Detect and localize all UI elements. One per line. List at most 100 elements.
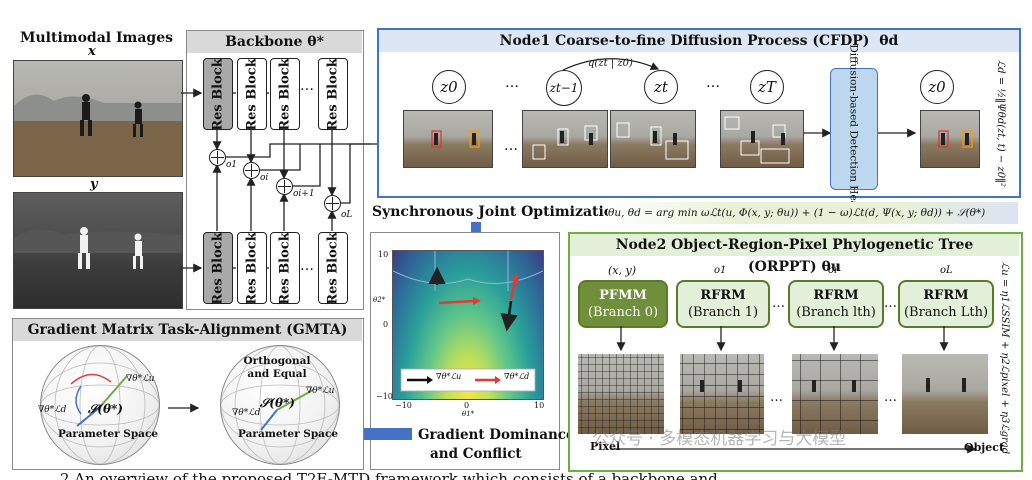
y-tick-10: 10: [378, 250, 389, 259]
input-xy: (x, y): [608, 264, 636, 277]
res-block-top-1: Res Block: [203, 58, 233, 130]
legend-grad-d: ∇θ*ℒd: [504, 372, 530, 381]
backbone-title: Backbone θ*: [187, 31, 362, 53]
res-block-bottom-3: Res Block: [270, 232, 300, 304]
grid-image-region-1: [680, 354, 764, 434]
sum-node-i1: [276, 178, 293, 195]
backbone-top-dots: …: [300, 78, 314, 94]
conflict-heatmap: [392, 250, 544, 400]
node1-title-bar: Node1 Coarse-to-fine Diffusion Process (…: [379, 30, 1019, 52]
right-grad-u: ∇θ*ℒu: [306, 386, 335, 396]
node2-title-bar: Node2 Object-Region-Pixel Phylogenetic T…: [570, 234, 1019, 275]
sphere-right-grid: [221, 346, 339, 464]
branch-L-name: RFRM: [923, 288, 969, 303]
sync-title: Synchronous Joint Optimization: [372, 204, 624, 220]
node1-dots-frames: …: [504, 138, 518, 154]
frame-z0-out: [920, 110, 980, 168]
visible-image-scene: [14, 94, 182, 176]
res-block-bottom-1: Res Block: [203, 232, 233, 304]
grid-image-object: [902, 354, 988, 434]
sphere-left-grid: [41, 346, 159, 464]
conflict-plot-lines: [393, 251, 543, 392]
res-block-top-2: Res Block: [237, 58, 267, 130]
left-center-label: 𝒮(θ*): [88, 402, 123, 416]
branch-0: PFMM (Branch 0): [578, 280, 668, 328]
branch-dots-3: …: [770, 390, 783, 405]
x-axis-label: θ1*: [462, 410, 475, 418]
y-axis-label: θ2*: [373, 296, 386, 304]
node1-theta: θd: [879, 33, 899, 49]
watermark: 公众号 · 多模态机器学习与大模型: [592, 429, 847, 449]
state-z0-out: z0: [920, 70, 954, 104]
infrared-image-scene: [14, 227, 182, 269]
parameter-sphere-right: [220, 345, 340, 465]
conflict-label-1: Gradient Dominance: [418, 427, 575, 443]
right-center-label: 𝒮(θ*): [260, 396, 295, 410]
branch-dots-4: …: [884, 390, 897, 405]
object-label: Object: [964, 441, 1005, 454]
branch-0-name: PFMM: [599, 288, 647, 303]
caption-fragment: 2 An overview of the proposed T2E-MTD fr…: [60, 470, 718, 480]
state-zt-minus-1: zt−1: [546, 70, 582, 106]
pixel-label: Pixel: [590, 440, 621, 453]
branch-dots-2: …: [884, 296, 897, 311]
grid-image-pixel: [578, 354, 664, 434]
node2-title: Node2 Object-Region-Pixel Phylogenetic T…: [615, 237, 974, 275]
output-oL: oL: [341, 210, 353, 220]
branch-0-sub: (Branch 0): [587, 305, 659, 320]
left-grad-d: ∇θ*ℒd: [38, 405, 67, 415]
sum-node-L: [324, 195, 341, 212]
x-tick-10: 10: [534, 401, 545, 410]
branch-l-name: RFRM: [813, 288, 859, 303]
detection-head: Diffusion-based Detection Head: [830, 44, 878, 214]
state-z0: z0: [432, 70, 466, 104]
state-zT: zT: [750, 70, 784, 104]
res-block-top-4: Res Block: [318, 58, 348, 130]
node1-title: Node1 Coarse-to-fine Diffusion Process (…: [499, 33, 870, 49]
right-grad-d: ∇θ*ℒd: [232, 408, 261, 418]
frame-zt: [610, 110, 696, 168]
state-zt: zt: [644, 70, 678, 104]
output-o1: o1: [226, 160, 238, 170]
multimodal-title: Multimodal Images: [20, 30, 173, 46]
branch-1-name: RFRM: [700, 288, 746, 303]
output-oi: oi: [260, 173, 269, 183]
res-block-bottom-4: Res Block: [318, 232, 348, 304]
y-label: y: [90, 177, 98, 192]
parameter-sphere-left: [40, 345, 160, 465]
input-o1: o1: [714, 265, 727, 276]
frame-z0: [403, 110, 493, 168]
gmta-title: Gradient Matrix Task-Alignment (GMTA): [13, 319, 362, 341]
node1-dots-1: …: [505, 75, 519, 91]
grid-image-region-l: [792, 354, 878, 434]
conflict-label-2: and Conflict: [430, 446, 522, 462]
ortho-label: Orthogonal and Equal: [243, 355, 311, 380]
left-grad-u: ∇θ*ℒu: [126, 374, 155, 384]
x-tick-neg10: −10: [395, 401, 412, 410]
res-block-top-3: Res Block: [270, 58, 300, 130]
frame-zT: [720, 110, 804, 168]
branch-l: RFRM (Branch lth): [788, 280, 884, 328]
res-block-bottom-2: Res Block: [237, 232, 267, 304]
frame-zt-minus-1: [522, 110, 608, 168]
sum-node-i: [243, 162, 260, 179]
y-tick-neg10: −10: [376, 392, 393, 401]
x-label: x: [88, 44, 96, 59]
branch-1: RFRM (Branch 1): [676, 280, 770, 328]
transition-label: q(zt | z0): [588, 58, 633, 69]
node1-dots-2: …: [706, 75, 720, 91]
visible-image: [13, 60, 183, 177]
sum-node-1: [209, 149, 226, 166]
branch-L-sub: (Branch Lth): [903, 305, 989, 320]
branch-1-sub: (Branch 1): [687, 305, 759, 320]
input-oL: oL: [940, 265, 953, 276]
input-oi: oi: [828, 265, 838, 276]
branch-l-sub: (Branch lth): [796, 305, 876, 320]
backbone-bottom-dots: …: [300, 258, 314, 274]
infrared-image: [13, 192, 183, 309]
output-oi1: oi+1: [293, 189, 315, 199]
